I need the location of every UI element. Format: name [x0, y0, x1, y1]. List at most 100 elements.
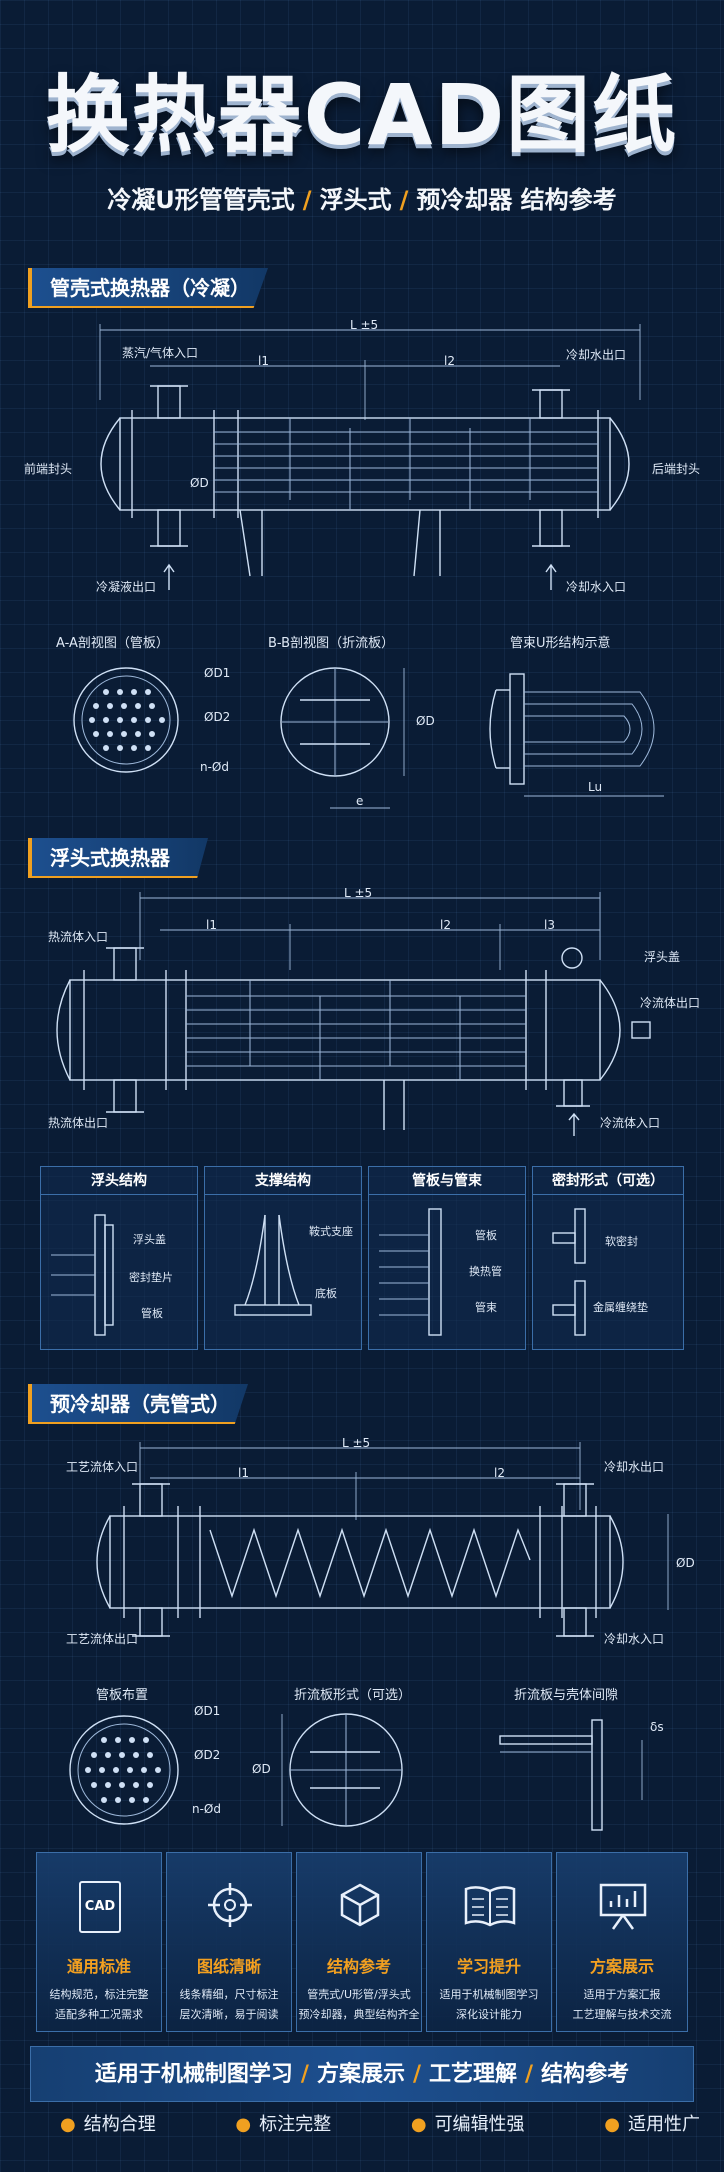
- section-tag-condenser: 管壳式换热器（冷凝）: [28, 268, 268, 308]
- label-cooling-water-outlet: 冷却水出口: [566, 348, 627, 362]
- bullet-text: 适用性广: [627, 2114, 700, 2135]
- pc-view-nd: n-Ød: [192, 1802, 221, 1816]
- section-tag-floating-head: 浮头式换热器: [28, 838, 208, 878]
- detail-note: 金属缠绕垫: [593, 1301, 648, 1314]
- feature-desc: 管壳式/U形管/浮头式 预冷却器，典型结构齐全: [297, 1985, 421, 2025]
- pc-label-cooling-water-outlet: 冷却水出口: [604, 1460, 665, 1474]
- pc-label-cooling-water-inlet: 冷却水入口: [604, 1632, 665, 1646]
- crosshair-icon: [208, 1883, 252, 1927]
- bullet-item: ● 结构合理: [60, 2110, 156, 2140]
- detail-card-support: 支撑结构 鞍式支座 底板: [204, 1166, 362, 1350]
- feature-desc-line: 结构规范，标注完整: [49, 1988, 149, 2001]
- dim-l2: l2: [444, 354, 455, 368]
- feature-card-structure: 结构参考 管壳式/U形管/浮头式 预冷却器，典型结构齐全: [296, 1852, 422, 2032]
- dim-l1: l1: [258, 354, 269, 368]
- detail-note: 换热管: [469, 1265, 502, 1278]
- pc-view-d1: ØD1: [194, 1704, 221, 1718]
- bullet-item: ● 可编辑性强: [411, 2110, 525, 2140]
- fh-dim-l1: l1: [206, 918, 217, 932]
- fh-dim-l2: l2: [440, 918, 451, 932]
- feature-desc: 适用于方案汇报 工艺理解与技术交流: [557, 1985, 687, 2025]
- pc-view-layout-title: 管板布置: [96, 1688, 149, 1703]
- book-icon: [464, 1886, 516, 1927]
- detail-note: 底板: [315, 1287, 337, 1300]
- view-aa-d1: ØD1: [204, 666, 231, 680]
- label-condensate-outlet: 冷凝液出口: [96, 580, 157, 594]
- detail-card-sealing: 密封形式（可选） 软密封 金属缠绕垫: [532, 1166, 684, 1350]
- bullet-dot-icon: ●: [604, 2114, 620, 2135]
- feature-desc: 结构规范，标注完整 适配多种工况需求: [37, 1985, 161, 2025]
- detail-floating-head-sketch: [51, 1214, 114, 1336]
- fh-label-hot-outlet: 热流体出口: [48, 1116, 109, 1130]
- bullet-text: 结构合理: [83, 2114, 156, 2135]
- detail-card-title: 支撑结构: [205, 1167, 361, 1195]
- detail-support-sketch: [234, 1214, 312, 1316]
- fh-label-cold-inlet: 冷流体入口: [600, 1116, 661, 1130]
- bullet-dot-icon: ●: [60, 2114, 76, 2135]
- feature-card-clarity: 图纸清晰 线条精细，尺寸标注 层次清晰，易于阅读: [166, 1852, 292, 2032]
- subtitle-part-2: 浮头式: [319, 186, 392, 214]
- view-aa-title: A-A剖视图（管板）: [56, 636, 169, 651]
- bullet-item: ●标注完整: [235, 2110, 331, 2140]
- usage-part: 结构参考: [541, 2062, 630, 2087]
- page-subtitle: 冷凝U形管管壳式/浮头式/预冷却器 结构参考: [0, 180, 724, 215]
- feature-desc-line: 适用于方案汇报: [583, 1988, 661, 2001]
- feature-card-learning: 学习提升 适用于机械制图学习 深化设计能力: [426, 1852, 552, 2032]
- detail-card-title: 管板与管束: [369, 1167, 525, 1195]
- label-rear-head: 后端封头: [652, 462, 701, 476]
- detail-note: 管板: [141, 1307, 163, 1320]
- detail-card-title: 密封形式（可选）: [533, 1167, 683, 1195]
- feature-title: 方案展示: [589, 1957, 654, 1976]
- feature-bullets: ● 结构合理 ●标注完整 ● 可编辑性强 ● 适用性广: [60, 2110, 700, 2140]
- usage-part: 方案展示: [316, 2062, 405, 2087]
- fh-dim-l3: l3: [544, 918, 555, 932]
- bullet-dot-icon: ●: [410, 2114, 427, 2135]
- feature-card-presentation: 方案展示 适用于方案汇报 工艺理解与技术交流: [556, 1852, 688, 2032]
- usage-part: 适用于机械制图学习: [94, 2062, 293, 2087]
- feature-title: 图纸清晰: [196, 1957, 261, 1976]
- label-cooling-water-inlet: 冷却水入口: [566, 580, 627, 594]
- feature-desc: 适用于机械制图学习 深化设计能力: [427, 1985, 551, 2025]
- pc-dim-overall: L ±5: [342, 1436, 371, 1450]
- subtitle-sep-1: /: [302, 186, 312, 214]
- detail-note: 鞍式支座: [309, 1225, 353, 1238]
- usage-part: 工艺理解: [429, 2062, 518, 2087]
- detail-note: 浮头盖: [133, 1233, 166, 1246]
- feature-title: 通用标准: [66, 1957, 131, 1976]
- feature-desc-line: 适配多种工况需求: [55, 2008, 143, 2021]
- bullet-text: 可编辑性强: [434, 2114, 525, 2135]
- subtitle-part-3: 预冷却器 结构参考: [416, 186, 617, 214]
- fh-label-hot-inlet: 热流体入口: [48, 930, 109, 944]
- detail-card-tubesheet: 管板与管束 管板 换热管 管束: [368, 1166, 526, 1350]
- usage-banner: 适用于机械制图学习/方案展示/工艺理解/结构参考: [30, 2046, 694, 2102]
- view-aa-d2: ØD2: [204, 710, 231, 724]
- subtitle-sep-2: /: [399, 186, 409, 214]
- feature-desc-line: 深化设计能力: [456, 2008, 522, 2021]
- detail-card-title: 浮头结构: [41, 1167, 197, 1195]
- label-diameter: ØD: [190, 476, 209, 490]
- feature-card-standard: CAD 通用标准 结构规范，标注完整 适配多种工况需求: [36, 1852, 162, 2032]
- feature-title: 学习提升: [456, 1957, 521, 1976]
- cube-icon: [340, 1883, 380, 1927]
- label-front-head: 前端封头: [24, 462, 73, 476]
- pc-label-diameter: ØD: [676, 1556, 695, 1570]
- feature-desc: 线条精细，尺寸标注 层次清晰，易于阅读: [167, 1985, 291, 2025]
- usage-sep: /: [412, 2062, 422, 2087]
- detail-card-floating-head: 浮头结构 浮头盖 密封垫片 管板: [40, 1166, 198, 1350]
- feature-desc-line: 层次清晰，易于阅读: [179, 2008, 279, 2021]
- fh-label-floating-cover: 浮头盖: [644, 950, 681, 964]
- feature-desc-line: 预冷却器，典型结构齐全: [298, 2008, 420, 2021]
- usage-sep: /: [300, 2062, 309, 2087]
- feature-title: 结构参考: [326, 1957, 391, 1976]
- detail-sealing-sketch: [552, 1208, 586, 1336]
- presentation-icon: [599, 1883, 647, 1930]
- dim-overall-length: L ±5: [350, 318, 379, 332]
- view-bb-title: B-B剖视图（折流板）: [268, 636, 395, 651]
- detail-note: 管束: [475, 1301, 497, 1314]
- detail-note: 管板: [475, 1229, 497, 1242]
- pc-view-gap-title: 折流板与壳体间隙: [514, 1688, 619, 1703]
- view-u-lu: Lu: [588, 780, 603, 794]
